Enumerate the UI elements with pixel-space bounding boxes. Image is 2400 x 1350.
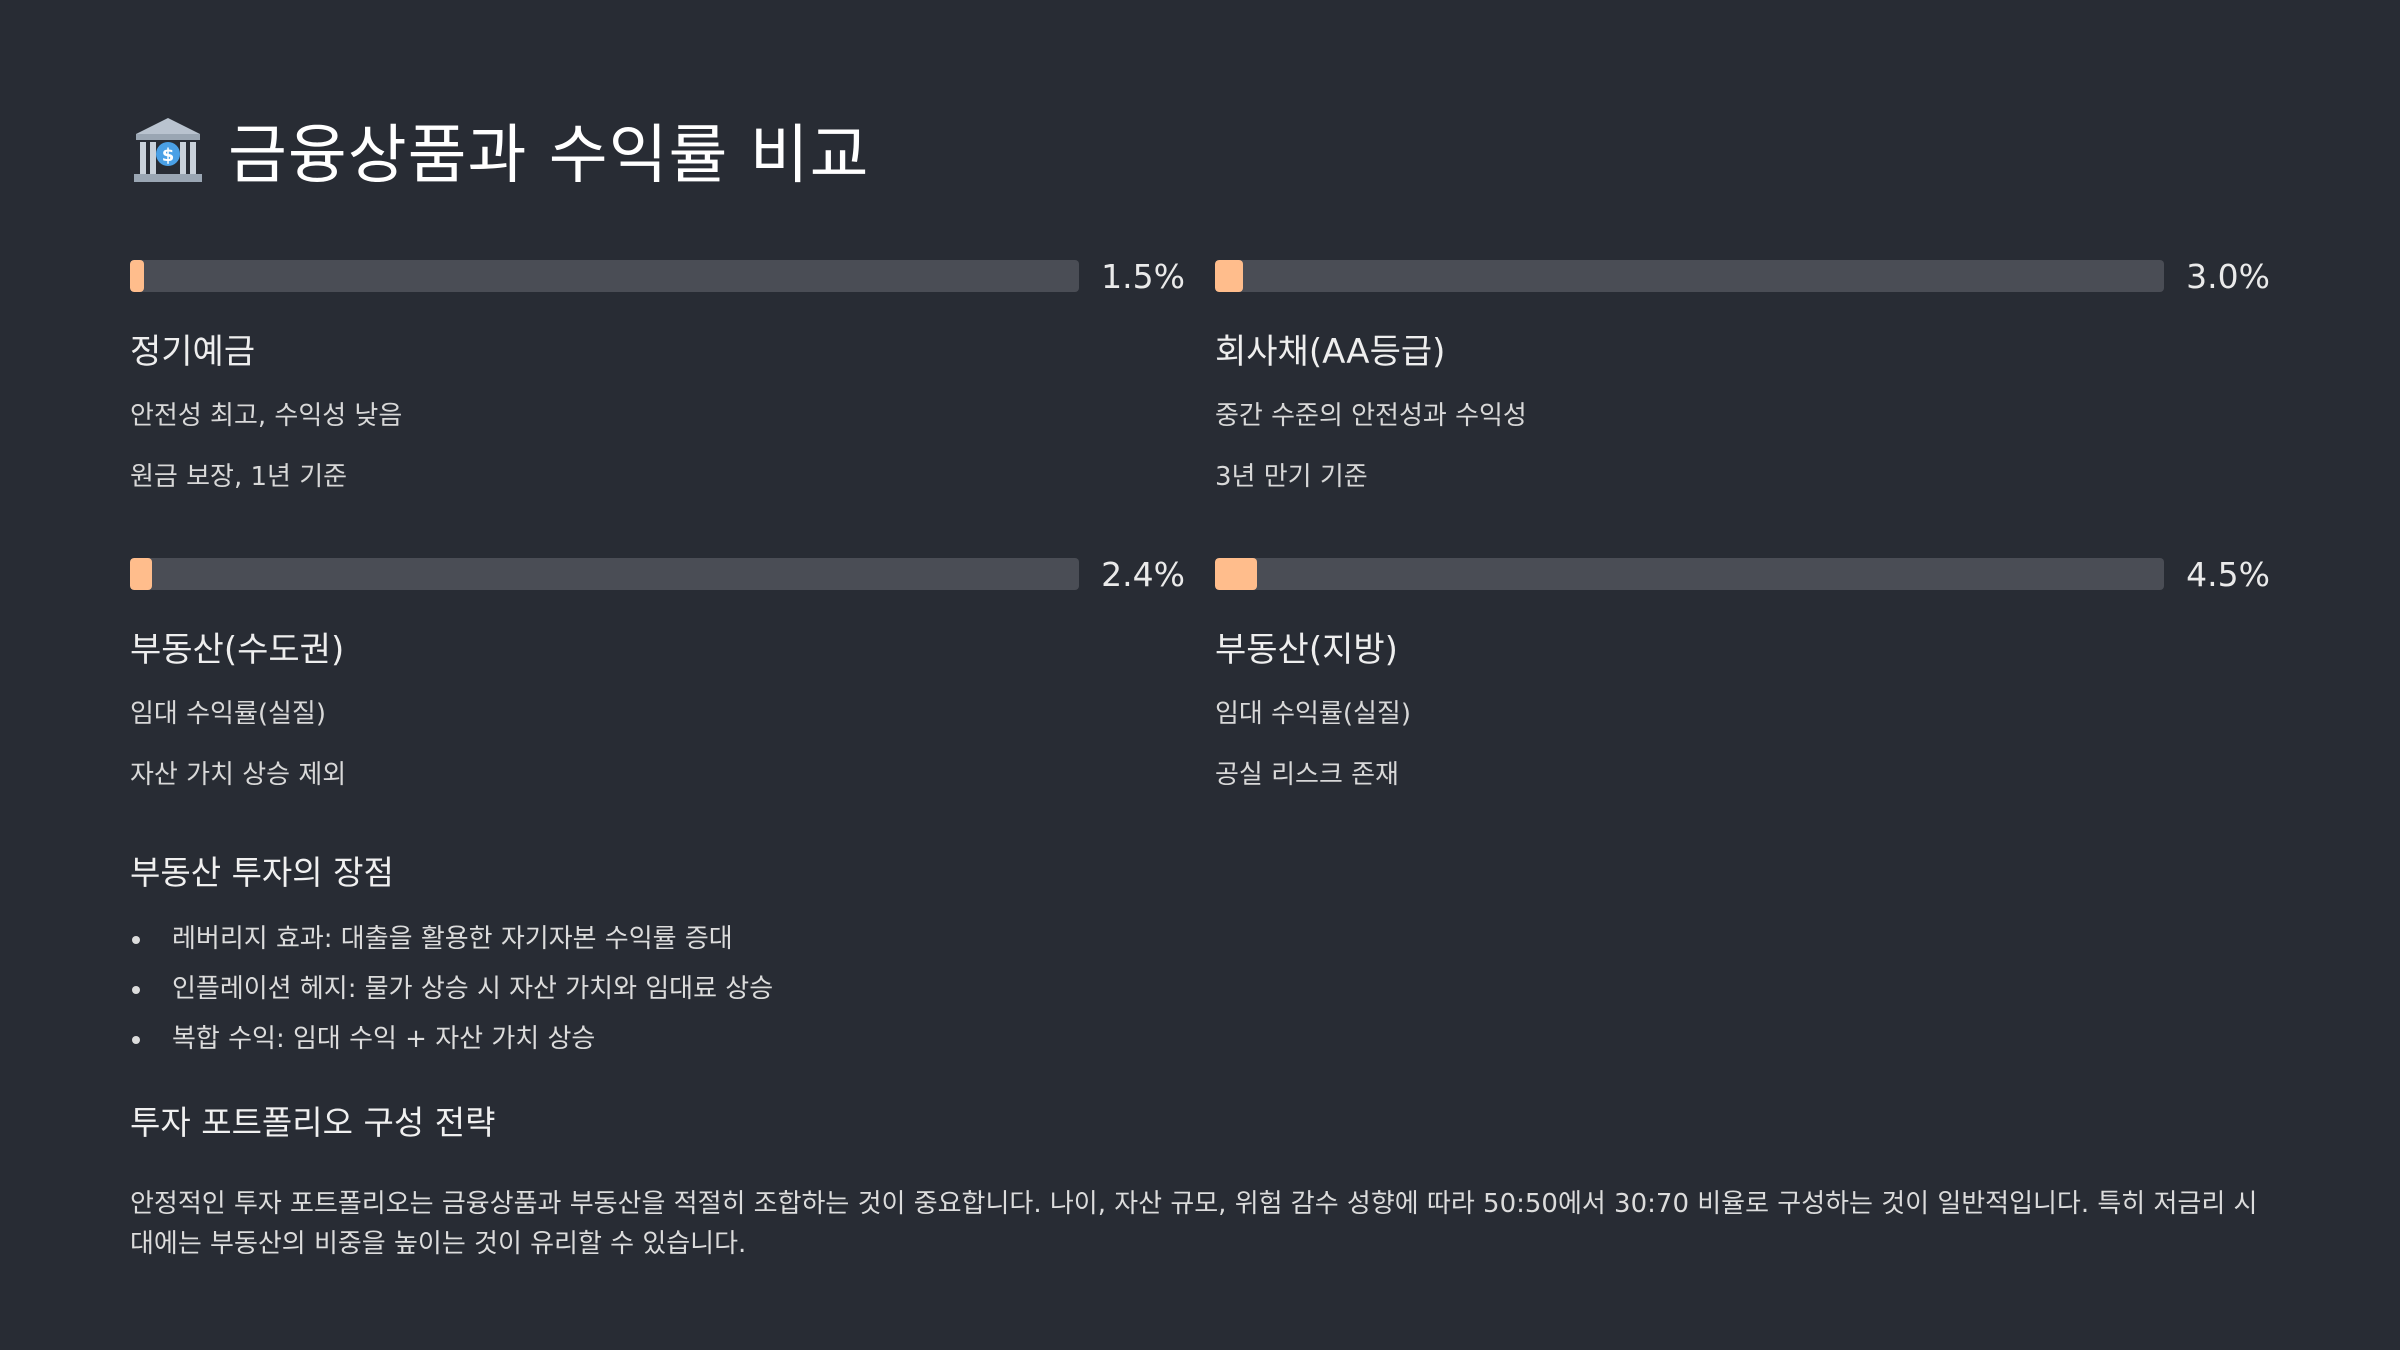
product-card: 4.5% 부동산(지방) 임대 수익률(실질) 공실 리스크 존재 — [1215, 554, 2270, 854]
product-note: 자산 가치 상승 제외 — [130, 760, 347, 790]
rate-value: 1.5% — [1101, 256, 1185, 296]
advantages-heading: 부동산 투자의 장점 — [130, 853, 394, 892]
strategy-heading: 투자 포트폴리오 구성 전략 — [130, 1103, 496, 1142]
rate-value: 4.5% — [2186, 554, 2270, 594]
svg-text:$: $ — [162, 145, 175, 166]
rate-bar-fill — [1215, 260, 1243, 292]
bullet-icon — [132, 986, 140, 994]
page-title: $ 금융상품과 수익률 비교 — [130, 100, 2270, 200]
rate-value: 2.4% — [1101, 554, 1185, 594]
rate-bar-row: 2.4% — [130, 554, 1185, 594]
product-desc: 임대 수익률(실질) — [130, 699, 326, 729]
product-card: 3.0% 회사채(AA등급) 중간 수준의 안전성과 수익성 3년 만기 기준 — [1215, 256, 2270, 556]
product-card: 1.5% 정기예금 안전성 최고, 수익성 낮음 원금 보장, 1년 기준 — [130, 256, 1185, 556]
rate-bar-track — [130, 260, 1080, 292]
product-name: 회사채(AA등급) — [1215, 332, 1446, 372]
title-text: 금융상품과 수익률 비교 — [228, 119, 870, 193]
bullet-icon — [132, 936, 140, 944]
rate-bar-fill — [130, 558, 153, 590]
list-item: 레버리지 효과: 대출을 활용한 자기자본 수익률 증대 — [130, 924, 2270, 974]
product-name: 부동산(지방) — [1215, 630, 1398, 670]
rate-bar-track — [1215, 558, 2165, 590]
rate-bar-row: 3.0% — [1215, 256, 2270, 296]
rate-bar-fill — [1215, 558, 1257, 590]
list-item-text: 인플레이션 헤지: 물가 상승 시 자산 가치와 임대료 상승 — [172, 974, 774, 1004]
product-name: 정기예금 — [130, 332, 256, 372]
slide: $ 금융상품과 수익률 비교 1.5% 정기예금 안전성 최고, 수익성 낮음 … — [130, 100, 2270, 1264]
rate-bar-row: 1.5% — [130, 256, 1185, 296]
list-item: 복합 수익: 임대 수익 + 자산 가치 상승 — [130, 1024, 2270, 1074]
bullet-icon — [132, 1036, 140, 1044]
rate-bar-track — [130, 558, 1080, 590]
advantages-list: 레버리지 효과: 대출을 활용한 자기자본 수익률 증대 인플레이션 헤지: 물… — [130, 924, 2270, 1074]
product-desc: 중간 수준의 안전성과 수익성 — [1215, 401, 1527, 431]
list-item-text: 레버리지 효과: 대출을 활용한 자기자본 수익률 증대 — [172, 924, 733, 954]
product-note: 원금 보장, 1년 기준 — [130, 462, 348, 492]
rate-value: 3.0% — [2186, 256, 2270, 296]
list-item: 인플레이션 헤지: 물가 상승 시 자산 가치와 임대료 상승 — [130, 974, 2270, 1024]
bank-icon: $ — [130, 112, 206, 188]
product-name: 부동산(수도권) — [130, 630, 345, 670]
strategy-paragraph: 안정적인 투자 포트폴리오는 금융상품과 부동산을 적절히 조합하는 것이 중요… — [130, 1189, 2258, 1259]
product-desc: 안전성 최고, 수익성 낮음 — [130, 401, 403, 431]
product-grid: 1.5% 정기예금 안전성 최고, 수익성 낮음 원금 보장, 1년 기준 3.… — [130, 256, 2270, 854]
rate-bar-track — [1215, 260, 2165, 292]
rate-bar-row: 4.5% — [1215, 554, 2270, 594]
product-note: 3년 만기 기준 — [1215, 462, 1368, 492]
rate-bar-fill — [130, 260, 144, 292]
product-note: 공실 리스크 존재 — [1215, 760, 1399, 790]
product-card: 2.4% 부동산(수도권) 임대 수익률(실질) 자산 가치 상승 제외 — [130, 554, 1185, 854]
list-item-text: 복합 수익: 임대 수익 + 자산 가치 상승 — [172, 1024, 596, 1054]
product-desc: 임대 수익률(실질) — [1215, 699, 1411, 729]
